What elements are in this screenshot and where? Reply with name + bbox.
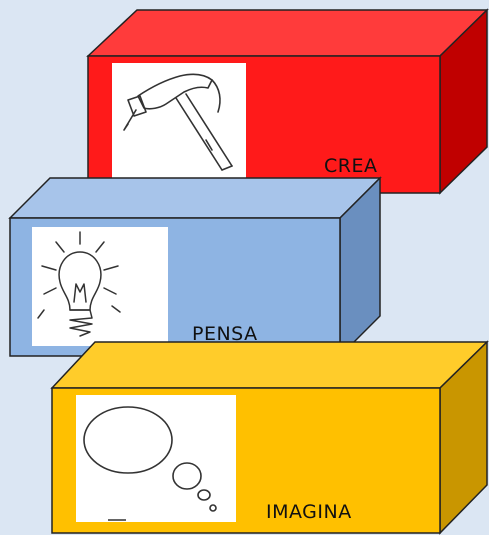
block-crea-label: CREA <box>324 155 377 177</box>
block-imagina-label: IMAGINA <box>266 501 352 523</box>
block-pensa-top-face <box>8 177 382 219</box>
block-crea: CREA <box>86 8 489 195</box>
hammer-and-nail-icon <box>112 63 246 178</box>
block-pensa: PENSA <box>8 176 382 358</box>
light-bulb-icon <box>32 227 168 346</box>
block-imagina-top-face <box>50 341 489 389</box>
block-imagina: IMAGINA <box>50 340 489 535</box>
block-crea-top-face <box>86 9 489 57</box>
block-pensa-label: PENSA <box>192 323 258 345</box>
thought-bubble-icon <box>76 395 236 522</box>
